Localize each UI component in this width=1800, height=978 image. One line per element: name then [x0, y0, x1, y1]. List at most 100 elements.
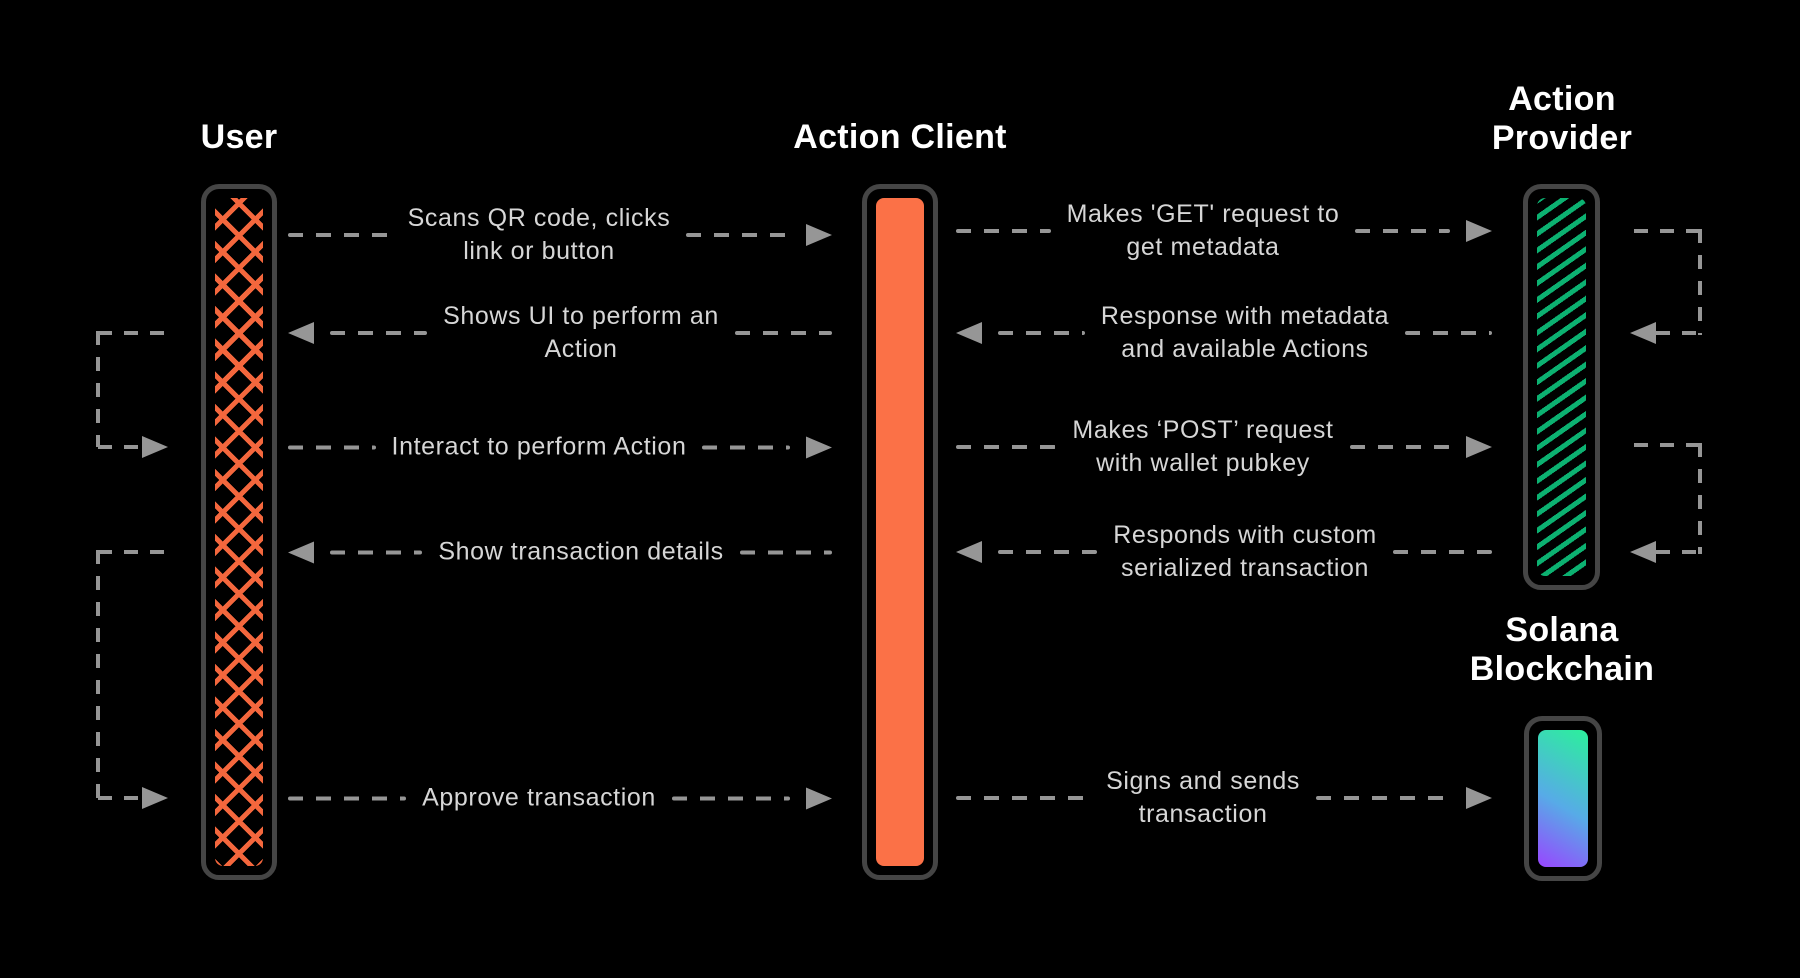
- message-scans-qr: Scans QR code, clicks link or button: [288, 202, 832, 268]
- dashed-line: [1349, 445, 1451, 449]
- message-post-request: Makes ‘POST’ request with wallet pubkey: [956, 414, 1493, 480]
- solana-title-line1: Solana: [1505, 611, 1619, 649]
- provider-loop-2-top-segment: [1634, 443, 1702, 447]
- message-line: serialized transaction: [1120, 554, 1370, 582]
- message-line: transaction: [1138, 800, 1268, 828]
- provider-loop-2-vertical-segment: [1698, 443, 1702, 554]
- message-show-details-text: Show transaction details: [438, 536, 723, 569]
- dashed-line: [956, 229, 1051, 233]
- user-loop-1-top-segment: [98, 331, 166, 335]
- dashed-line: [330, 550, 423, 554]
- dashed-line: [686, 233, 790, 237]
- dashed-line: [1355, 229, 1450, 233]
- action-provider-lane-stripes-pattern: [1537, 198, 1586, 576]
- arrowhead-left-icon: [956, 541, 982, 563]
- provider-loop-2-bottom-segment: [1656, 550, 1702, 554]
- arrowhead-right-icon: [806, 224, 832, 246]
- message-line: and available Actions: [1121, 335, 1369, 363]
- dashed-line: [1405, 331, 1493, 335]
- dashed-line: [739, 550, 833, 554]
- arrowhead-left-icon: [1630, 322, 1656, 344]
- message-line: with wallet pubkey: [1096, 449, 1310, 477]
- user-loop-2-vertical-segment: [96, 550, 100, 800]
- dashed-line: [288, 445, 376, 449]
- message-line: link or button: [463, 237, 615, 265]
- arrowhead-right-icon: [1466, 436, 1493, 458]
- user-title-text: User: [200, 118, 278, 156]
- dashed-line: [330, 331, 428, 335]
- message-line: Makes ‘POST’ request: [1072, 416, 1334, 444]
- message-show-details: Show transaction details: [288, 536, 833, 569]
- message-get-request: Makes 'GET' request to get metadata: [956, 198, 1492, 264]
- arrowhead-right-icon: [142, 436, 168, 458]
- solana-gradient-fill: [1538, 730, 1588, 867]
- message-line: Signs and sends: [1106, 767, 1300, 795]
- message-line: Shows UI to perform an: [443, 302, 719, 330]
- arrowhead-left-icon: [288, 322, 314, 344]
- message-shows-ui-text: Shows UI to perform an Action: [443, 300, 719, 366]
- action-client-title-text: Action Client: [793, 118, 1007, 156]
- arrowhead-right-icon: [806, 436, 832, 458]
- user-loop-2-top-segment: [98, 550, 166, 554]
- action-client-title: Action Client: [749, 118, 1051, 157]
- message-line: get metadata: [1126, 233, 1280, 261]
- message-scans-qr-text: Scans QR code, clicks link or button: [408, 202, 671, 268]
- message-line: Response with metadata: [1100, 302, 1390, 330]
- message-shows-ui: Shows UI to perform an Action: [288, 300, 832, 366]
- provider-loop-1-vertical-segment: [1698, 229, 1702, 335]
- solana-title-line2: Blockchain: [1469, 650, 1655, 688]
- message-response-metadata-text: Response with metadata and available Act…: [1101, 300, 1389, 366]
- dashed-line: [734, 331, 832, 335]
- message-line: Action: [544, 335, 618, 363]
- dashed-line: [998, 331, 1085, 335]
- arrowhead-right-icon: [806, 787, 833, 809]
- arrowhead-left-icon: [288, 541, 314, 563]
- message-responds-custom: Responds with custom serialized transact…: [956, 519, 1493, 585]
- arrowhead-left-icon: [956, 322, 982, 344]
- action-provider-title-line1: Action: [1508, 80, 1616, 118]
- action-client-lane: [862, 184, 938, 880]
- message-line: Show transaction details: [438, 537, 724, 566]
- dashed-line: [1315, 796, 1451, 800]
- dashed-line: [671, 796, 791, 800]
- dashed-line: [288, 233, 392, 237]
- message-approve-text: Approve transaction: [422, 782, 656, 815]
- user-loop-2-bottom-segment: [98, 796, 142, 800]
- dashed-line: [956, 796, 1091, 800]
- message-interact: Interact to perform Action: [288, 431, 832, 464]
- user-loop-1-bottom-segment: [98, 445, 142, 449]
- message-response-metadata: Response with metadata and available Act…: [956, 300, 1493, 366]
- arrowhead-right-icon: [142, 787, 168, 809]
- provider-loop-1-bottom-segment: [1656, 331, 1702, 335]
- user-lane: [201, 184, 277, 880]
- user-loop-1-vertical-segment: [96, 331, 100, 447]
- solana-blockchain-box: [1524, 716, 1602, 881]
- action-provider-lane: [1523, 184, 1600, 590]
- message-line: Scans QR code, clicks: [407, 204, 671, 232]
- action-client-lane-fill: [876, 198, 924, 866]
- user-lane-crosshatch-pattern: [215, 198, 263, 866]
- solana-title: Solana Blockchain: [1412, 611, 1712, 689]
- action-provider-title: Action Provider: [1412, 80, 1712, 158]
- user-title: User: [139, 118, 339, 157]
- arrowhead-right-icon: [1466, 220, 1492, 242]
- message-signs-sends: Signs and sends transaction: [956, 765, 1493, 831]
- dashed-line: [1392, 550, 1493, 554]
- message-post-request-text: Makes ‘POST’ request with wallet pubkey: [1072, 414, 1333, 480]
- message-responds-custom-text: Responds with custom serialized transact…: [1113, 519, 1377, 585]
- message-signs-sends-text: Signs and sends transaction: [1106, 765, 1300, 831]
- message-line: Makes 'GET' request to: [1066, 200, 1340, 228]
- arrowhead-right-icon: [1466, 787, 1493, 809]
- dashed-line: [998, 550, 1098, 554]
- message-line: Interact to perform Action: [391, 432, 687, 461]
- message-line: Approve transaction: [422, 783, 656, 812]
- dashed-line: [288, 796, 407, 800]
- dashed-line: [956, 445, 1057, 449]
- message-approve: Approve transaction: [288, 782, 833, 815]
- provider-loop-1-top-segment: [1634, 229, 1702, 233]
- dashed-line: [702, 445, 790, 449]
- message-line: Responds with custom: [1113, 521, 1377, 549]
- action-provider-title-line2: Provider: [1491, 119, 1633, 157]
- message-interact-text: Interact to perform Action: [392, 431, 687, 464]
